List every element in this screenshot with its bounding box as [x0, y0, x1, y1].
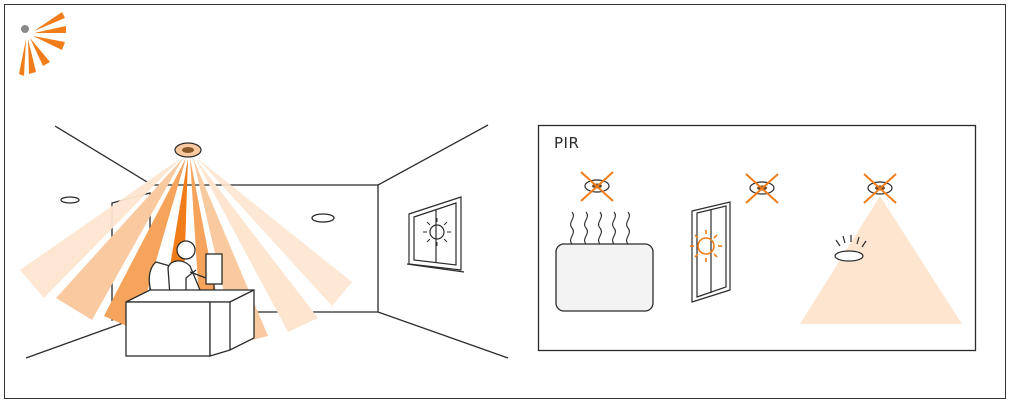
sun-icon — [430, 225, 444, 239]
sensor-coverage-cone — [800, 196, 962, 324]
computer-monitor — [206, 254, 222, 284]
heat-waves — [571, 212, 630, 244]
office-desk — [126, 290, 254, 356]
room-window — [407, 197, 464, 272]
room-edge — [378, 312, 508, 358]
sun-icon — [690, 230, 722, 262]
worker-head — [177, 241, 195, 259]
motion-sensor-rays-icon — [19, 12, 66, 76]
lamp-scenario — [800, 174, 962, 324]
ceiling-sensor-icon — [175, 143, 201, 157]
room-edge — [26, 322, 126, 358]
room-edge — [55, 126, 152, 185]
ceiling-light-right — [312, 214, 334, 222]
room-edge — [378, 125, 488, 185]
sunlight-scenario — [690, 174, 778, 302]
radiator — [556, 244, 653, 311]
ceiling-light-left — [61, 197, 79, 203]
pir-panel-label: PIR — [554, 134, 579, 152]
heater-scenario — [556, 172, 653, 311]
